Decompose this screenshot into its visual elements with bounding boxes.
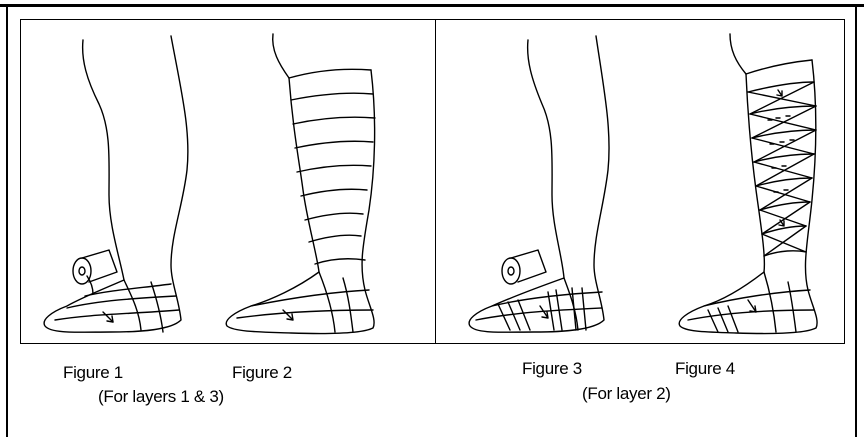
panel-left: [20, 19, 436, 344]
caption-figure-4: Figure 4: [675, 359, 735, 379]
caption-figure-2: Figure 2: [232, 363, 292, 383]
fig2-leg: [226, 34, 375, 333]
figure-frame: Figure 1 Figure 2 (For layers 1 & 3) Fig…: [6, 7, 857, 437]
fig1-leg: [44, 36, 188, 332]
caption-figure-3: Figure 3: [522, 359, 582, 379]
illustration-fig1-fig2: [21, 20, 434, 342]
caption-figure-1: Figure 1: [63, 363, 123, 383]
panel-right: [435, 19, 845, 344]
illustration-fig3-fig4: [436, 20, 843, 342]
caption-layers-1-3: (For layers 1 & 3): [98, 387, 224, 407]
caption-layer-2: (For layer 2): [582, 384, 671, 404]
fig3-leg: [469, 36, 609, 332]
fig4-leg: [679, 34, 817, 333]
